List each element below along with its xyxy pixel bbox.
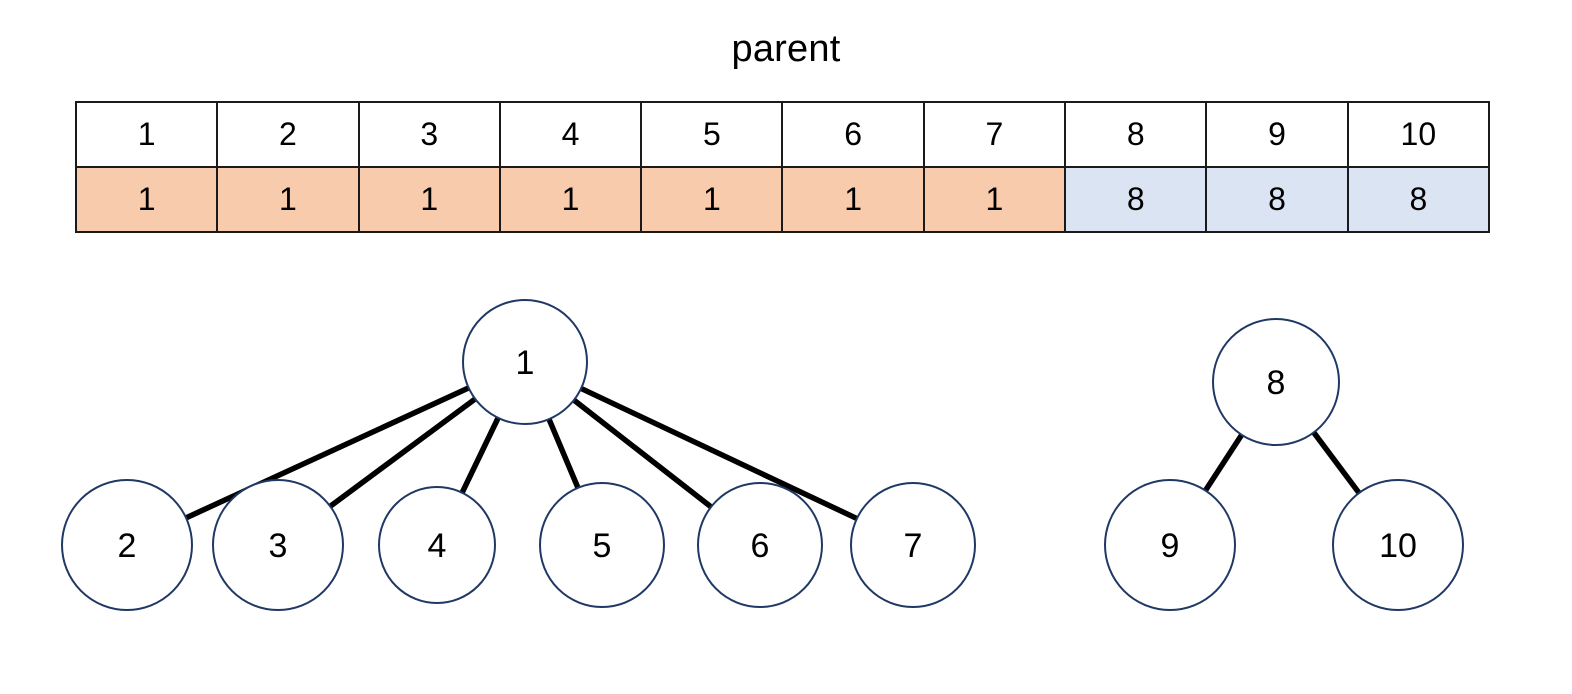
tree-node-6: 6 <box>697 482 823 608</box>
tree-edges-layer <box>183 385 1362 522</box>
tree-node-label-10: 10 <box>1379 527 1417 565</box>
tree-node-8: 8 <box>1212 318 1340 446</box>
array-index-cell-3: 3 <box>357 101 501 168</box>
tree-edge-1-7 <box>578 385 860 522</box>
tree-edge-1-6 <box>571 397 714 510</box>
tree-edge-1-3 <box>327 396 478 510</box>
tree-node-circle-8 <box>1212 318 1340 446</box>
tree-node-label-7: 7 <box>904 527 923 565</box>
array-index-cell-6: 6 <box>781 101 925 168</box>
array-value-cell-10: 8 <box>1346 166 1491 233</box>
array-value-cell-2: 1 <box>216 166 360 233</box>
tree-node-label-4: 4 <box>428 527 447 565</box>
tree-node-circle-1 <box>462 299 588 425</box>
tree-node-label-9: 9 <box>1161 527 1180 565</box>
array-value-cell-3: 1 <box>357 166 501 233</box>
tree-node-circle-2 <box>61 479 193 611</box>
array-index-cell-10: 10 <box>1346 101 1491 168</box>
tree-node-circle-3 <box>212 479 344 611</box>
tree-node-9: 9 <box>1104 479 1236 611</box>
array-index-cell-4: 4 <box>498 101 643 168</box>
tree-node-circle-10 <box>1332 479 1464 611</box>
array-index-cell-1: 1 <box>74 101 219 168</box>
tree-nodes-layer: 1 2 3 4 5 6 7 8 9 10 <box>61 299 1464 611</box>
tree-node-circle-7 <box>850 482 976 608</box>
tree-node-circle-4 <box>378 486 496 604</box>
array-value-cell-7: 1 <box>922 166 1067 233</box>
tree-node-2: 2 <box>61 479 193 611</box>
tree-edge-8-9 <box>1202 432 1245 494</box>
tree-node-label-8: 8 <box>1267 364 1286 402</box>
tree-edge-1-4 <box>459 415 501 496</box>
tree-node-label-5: 5 <box>593 527 612 565</box>
tree-node-label-2: 2 <box>118 527 137 565</box>
tree-node-circle-6 <box>697 482 823 608</box>
tree-node-circle-9 <box>1104 479 1236 611</box>
tree-node-label-1: 1 <box>516 344 535 382</box>
tree-edge-1-5 <box>546 416 581 491</box>
tree-node-7: 7 <box>850 482 976 608</box>
array-value-cell-4: 1 <box>498 166 643 233</box>
array-value-cell-6: 1 <box>781 166 925 233</box>
array-index-cell-7: 7 <box>922 101 1067 168</box>
tree-node-1: 1 <box>462 299 588 425</box>
tree-edge-8-10 <box>1311 429 1362 496</box>
array-index-cell-9: 9 <box>1205 101 1349 168</box>
tree-node-label-3: 3 <box>269 527 288 565</box>
array-value-cell-1: 1 <box>74 166 219 233</box>
tree-node-10: 10 <box>1332 479 1464 611</box>
tree-node-circle-5 <box>539 482 665 608</box>
array-title: parent <box>731 28 841 70</box>
tree-edge-1-2 <box>183 385 472 521</box>
tree-node-5: 5 <box>539 482 665 608</box>
array-value-cell-8: 8 <box>1064 166 1208 233</box>
tree-node-4: 4 <box>378 486 496 604</box>
array-index-cell-8: 8 <box>1064 101 1208 168</box>
array-index-cell-5: 5 <box>640 101 784 168</box>
array-value-cell-9: 8 <box>1205 166 1349 233</box>
array-index-cell-2: 2 <box>216 101 360 168</box>
array-value-cell-5: 1 <box>640 166 784 233</box>
tree-node-label-6: 6 <box>751 527 770 565</box>
tree-node-3: 3 <box>212 479 344 611</box>
